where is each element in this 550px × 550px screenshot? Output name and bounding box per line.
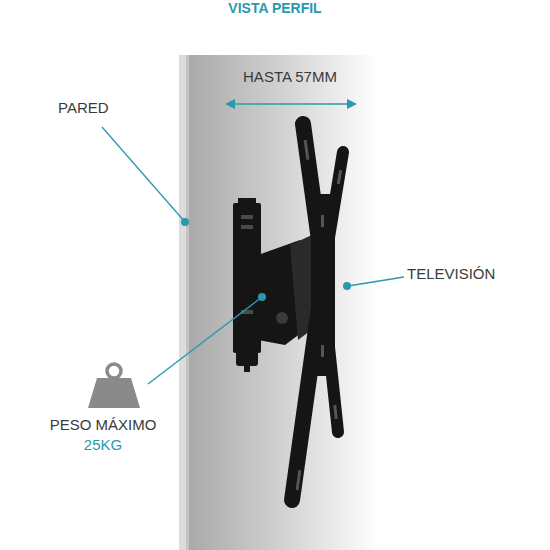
weight-value: 25KG <box>84 436 122 453</box>
plate-slots <box>296 140 343 490</box>
dimension-arrow <box>227 103 355 105</box>
wall <box>179 55 378 550</box>
leader-lines <box>102 127 404 384</box>
wall-bracket <box>233 198 318 372</box>
wall-label: PARED <box>58 99 109 116</box>
weight-icon <box>88 364 140 408</box>
leader-dots <box>181 218 351 301</box>
tv-label: TELEVISIÓN <box>407 265 495 282</box>
dimension-label: HASTA 57MM <box>243 68 337 85</box>
weight-label: PESO MÁXIMO <box>50 416 157 433</box>
title: VISTA PERFIL <box>228 0 321 16</box>
tv-plate <box>292 124 343 500</box>
